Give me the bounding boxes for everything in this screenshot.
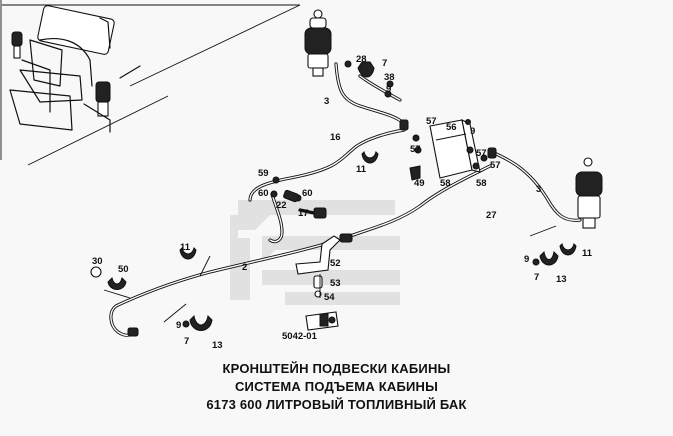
callout-59: 59 xyxy=(258,168,269,179)
callout-17: 17 xyxy=(298,208,309,219)
callout-7: 7 xyxy=(534,272,539,283)
callout-13: 13 xyxy=(556,274,567,285)
callout-9: 9 xyxy=(386,84,391,95)
callout-38: 38 xyxy=(384,72,395,83)
callout-58: 58 xyxy=(440,178,451,189)
caption-line-2: СИСТЕМА ПОДЪЕМА КАБИНЫ xyxy=(234,379,439,394)
callout-56: 56 xyxy=(446,122,457,133)
pipe-clamps xyxy=(107,61,577,331)
cab-bracket-inset xyxy=(9,5,141,133)
callout-54: 54 xyxy=(324,292,335,303)
callout-27: 27 xyxy=(486,210,497,221)
caption-line-3: 6173 600 ЛИТРОВЫЙ ТОПЛИВНЫЙ БАК xyxy=(206,397,467,412)
leader-lines xyxy=(103,225,557,323)
callout-16: 16 xyxy=(330,132,341,143)
callout-9: 9 xyxy=(176,320,181,331)
inset-frame xyxy=(0,0,301,166)
callout-57: 57 xyxy=(426,116,437,127)
callout-13: 13 xyxy=(212,340,223,351)
callout-11: 11 xyxy=(356,164,367,175)
callout-60: 60 xyxy=(258,188,269,199)
callout-57: 57 xyxy=(490,160,501,171)
callout-11: 11 xyxy=(180,242,191,253)
valve-block xyxy=(409,119,488,181)
lift-cylinder-upper xyxy=(304,9,332,77)
callout-9: 9 xyxy=(470,126,475,137)
callout-57: 57 xyxy=(410,144,421,155)
callout-52: 52 xyxy=(330,258,341,269)
callout-3: 3 xyxy=(536,184,541,195)
callout-60: 60 xyxy=(302,188,313,199)
callout-49: 49 xyxy=(414,178,425,189)
callout-2: 2 xyxy=(242,262,247,273)
callout-53: 53 xyxy=(330,278,341,289)
callout-30: 30 xyxy=(92,256,103,267)
tank-bracket xyxy=(295,235,341,331)
lift-cylinder-right xyxy=(575,157,603,229)
fittings xyxy=(90,60,540,337)
callout-9: 9 xyxy=(524,254,529,265)
callout-28: 28 xyxy=(356,54,367,65)
callout-11: 11 xyxy=(582,248,593,259)
part-callouts: 28 7 38 9 3 57 56 9 57 16 57 11 57 59 60… xyxy=(92,54,593,351)
callout-7: 7 xyxy=(184,336,189,347)
callout-3: 3 xyxy=(324,96,329,107)
callout-22: 22 xyxy=(276,200,287,211)
callout-50: 50 xyxy=(118,264,129,275)
callout-57: 57 xyxy=(476,148,487,159)
caption-line-1: КРОНШТЕЙН ПОДВЕСКИ КАБИНЫ xyxy=(222,361,451,376)
callout-7: 7 xyxy=(382,58,387,69)
callout-58: 58 xyxy=(476,178,487,189)
drawing-number: 5042-01 xyxy=(282,331,317,342)
